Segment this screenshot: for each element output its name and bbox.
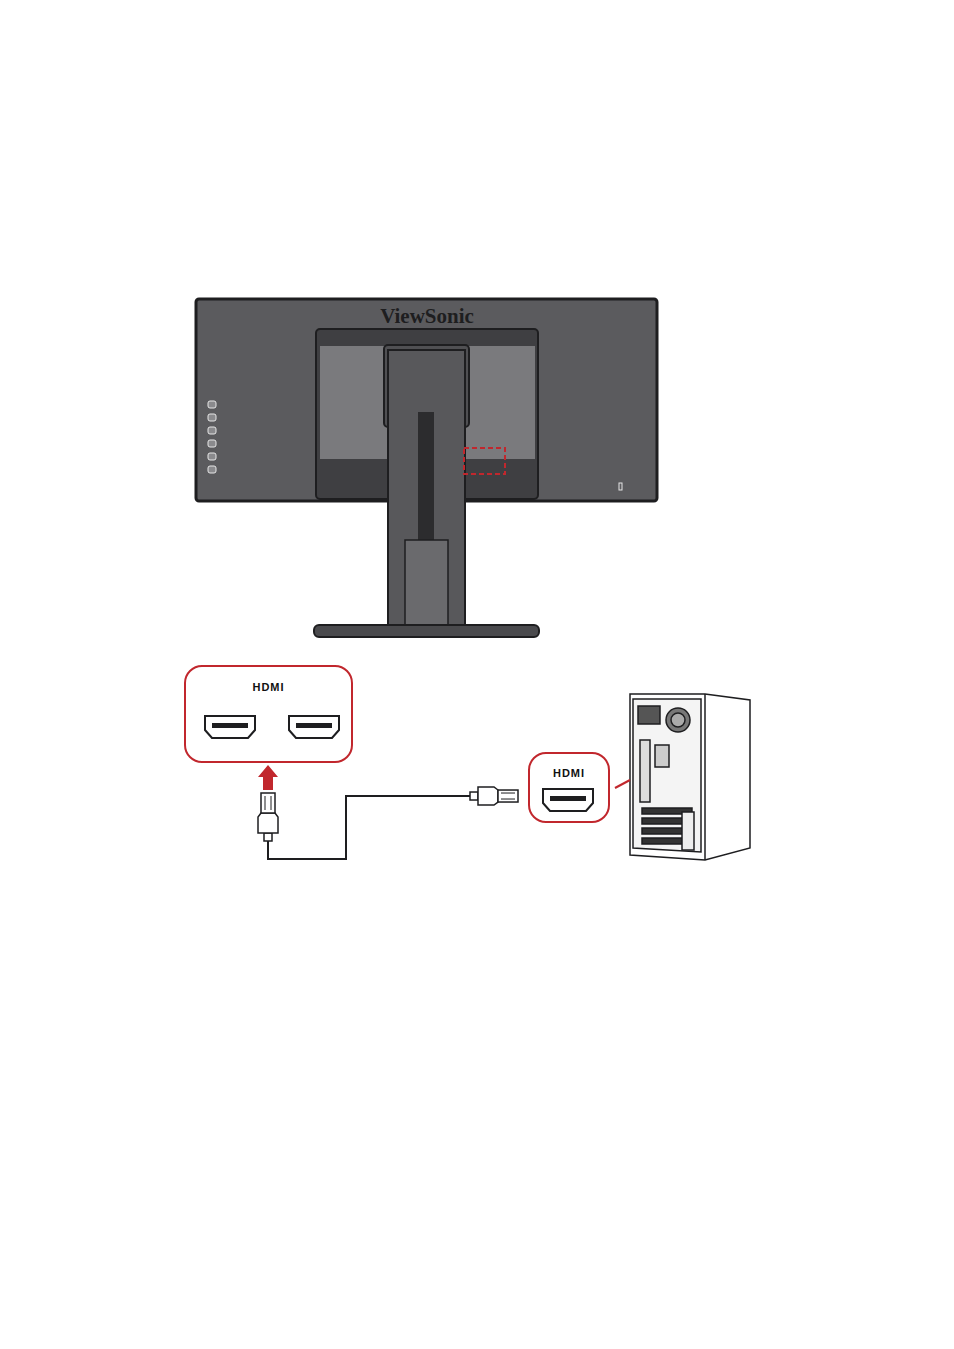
plug-detail [265, 796, 271, 810]
plug-head [498, 790, 518, 802]
plug-detail [501, 793, 515, 799]
plug-body [258, 813, 278, 833]
hdmi-port [543, 789, 593, 811]
hdmi-port [289, 716, 339, 738]
callout-box: HDMI [184, 665, 353, 763]
brand-name: ViewSonic [380, 304, 474, 329]
port-contacts [550, 796, 586, 801]
strain-relief [470, 792, 478, 800]
connector-logo: HDMI [530, 767, 608, 779]
plug-body [478, 787, 498, 805]
port-contacts [212, 723, 248, 728]
insert-arrow [258, 765, 278, 790]
callout-box: HDMI [528, 752, 610, 823]
strain-relief [264, 833, 272, 841]
cable-line [268, 796, 470, 859]
plug-head [261, 793, 275, 813]
port-drawing [530, 754, 608, 821]
hdmi-port [205, 716, 255, 738]
monitor-back [196, 299, 657, 637]
port-contacts [296, 723, 332, 728]
hdmi-cable [258, 765, 518, 859]
computer-tower [615, 694, 750, 860]
connector-logo: HDMI [186, 681, 351, 693]
